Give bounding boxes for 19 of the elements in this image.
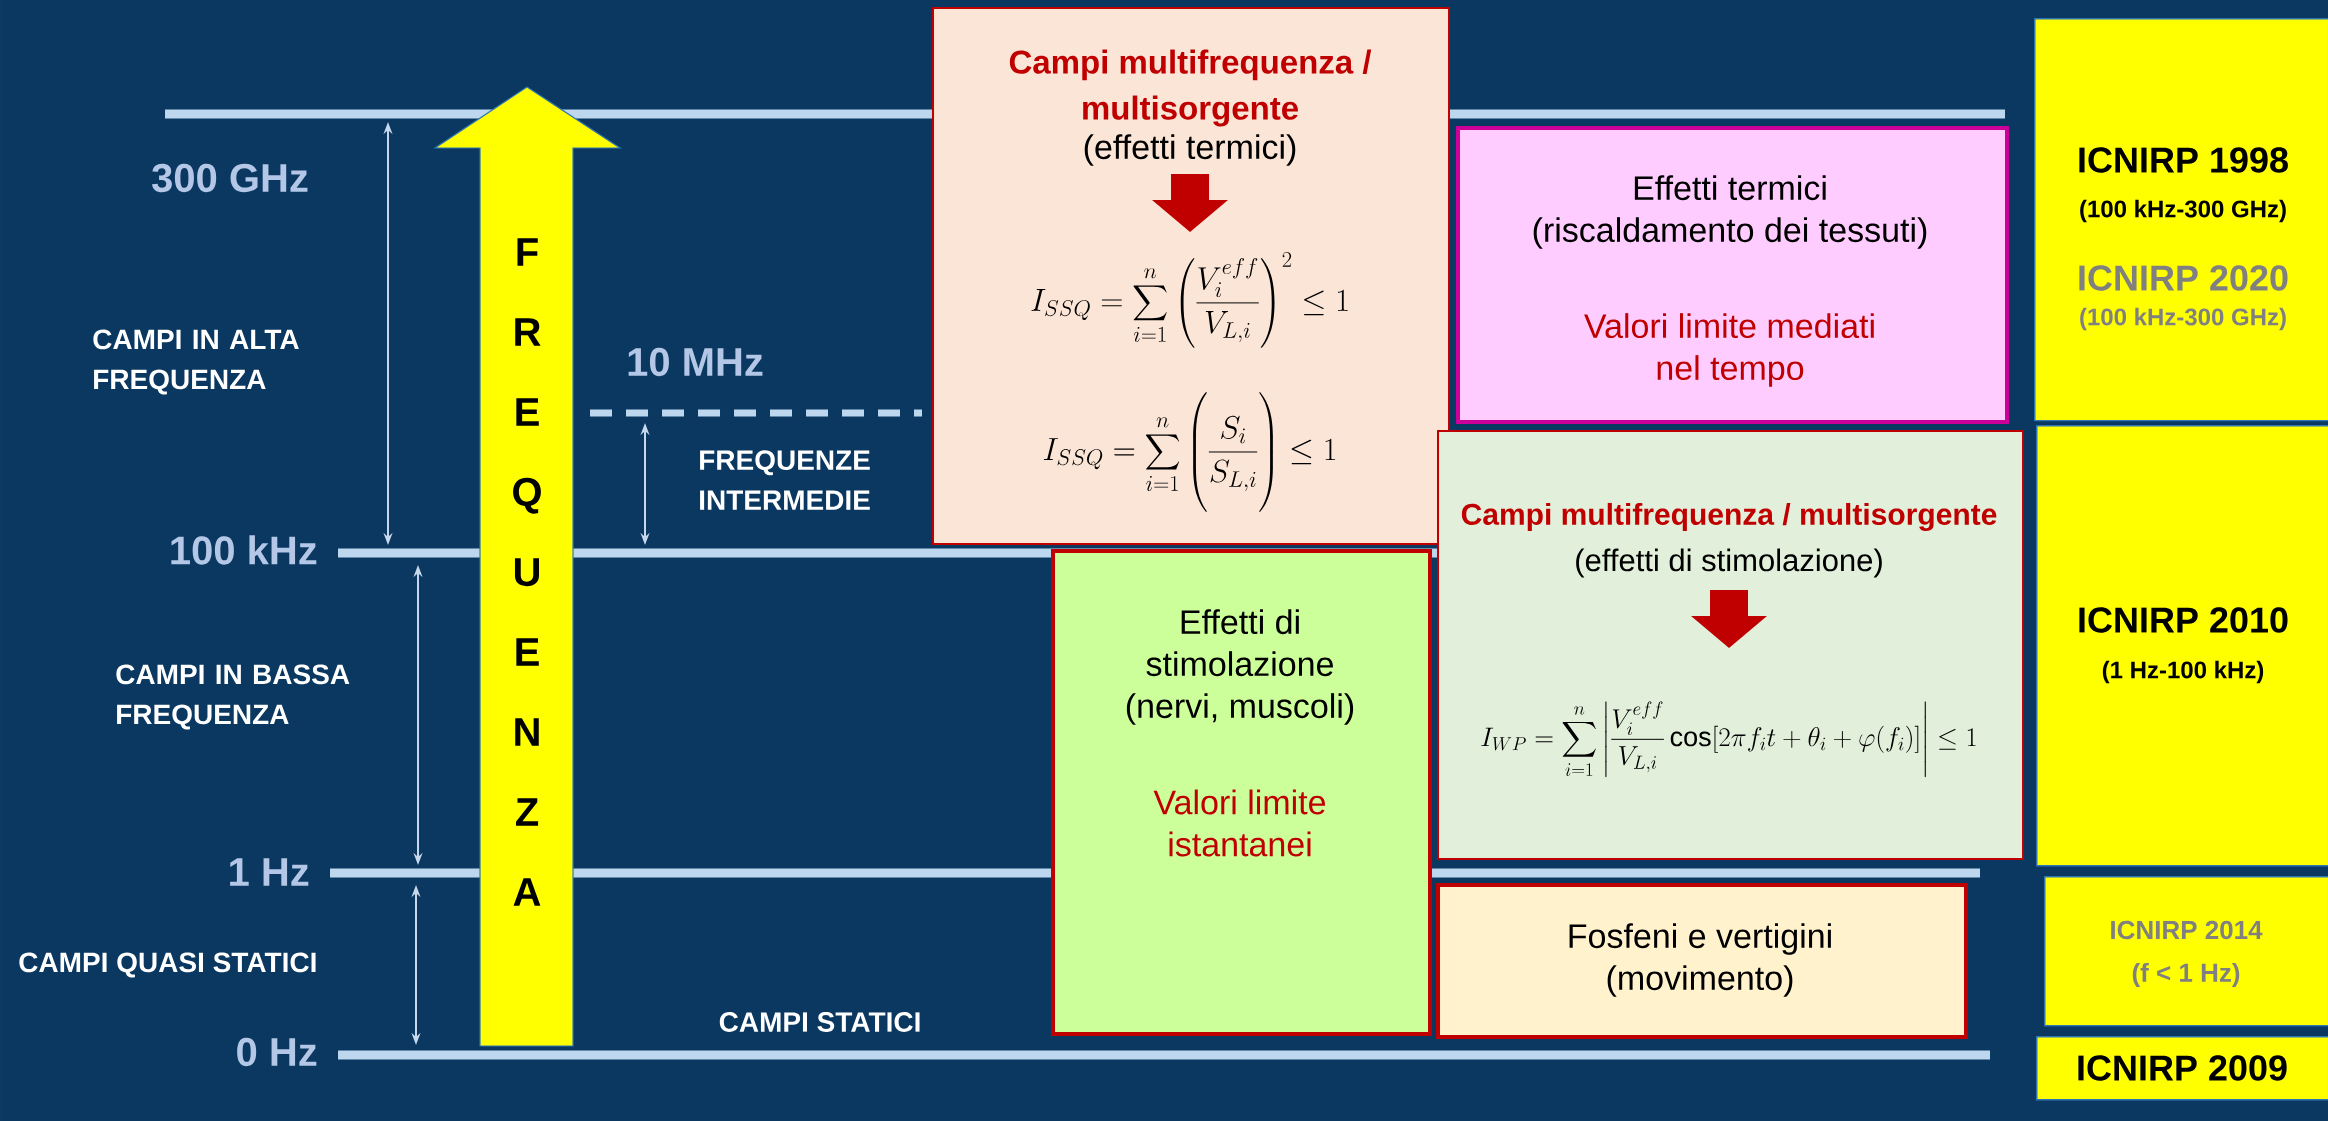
standard-box: ICNIRP 2010 (1 Hz-100 kHz): [2036, 425, 2328, 867]
upward-band: FREQUENZA: [433, 86, 623, 1047]
standard-box: ICNIRP 1998 (100 kHz-300 GHz) ICNIRP 2020 (100 kHz-300 GHz): [2034, 18, 2328, 422]
band-label: CAMPI STATICI: [719, 1012, 920, 1032]
band-label: CAMPI IN BASSA FREQUENZA: [116, 664, 350, 730]
effect-box: Effetti di stimolazione (nervi, muscoli) Valori limite istantanei: [1051, 549, 1432, 1036]
band-label: CAMPI QUASI STATICI: [19, 952, 316, 978]
standard-box: ICNIRP 2014 (f < 1 Hz): [2044, 876, 2328, 1027]
formula-box: Campi multifrequenza / multisorgente (effetti di stimolazione) $I_{WP}=\sum_{i=1}^{n}\left|\frac{V_i^{eff}}{V_{L,i}}\cos[2\pi f_i t+\theta_i+\varphi(f_i)]\right|\leq 1$: [1437, 430, 2024, 860]
frequency-label: 300 GHz: [152, 163, 308, 193]
band-label: FREQUENZE INTERMEDIE: [700, 450, 870, 510]
standard-box: ICNIRP 2009: [2036, 1036, 2328, 1101]
effect-box: Fosfeni e vertigini (movimento): [1436, 883, 1968, 1039]
effect-box: Effetti termici (riscaldamento dei tessuti) Valori limite mediati nel tempo: [1456, 126, 2009, 424]
band-label: CAMPI IN ALTA FREQUENZA: [93, 329, 299, 395]
frequency-label: 100 kHz: [171, 535, 317, 565]
frequency-label: 0 Hz: [237, 1037, 317, 1067]
formula-box: Campi multifrequenza / multisorgente (effetti termici) $I_{SSQ}=\sum_{i=1}^{n}\left(\frac{V_i^{eff}}{V_{L,i}}\right)^2\leq 1$ $I_{SSQ}=\sum_{i=1}^{n}\left(\frac{S_i}{S_{L,i}}\right)\leq 1$: [932, 7, 1450, 545]
frequency-label: 1 Hz: [230, 858, 309, 886]
